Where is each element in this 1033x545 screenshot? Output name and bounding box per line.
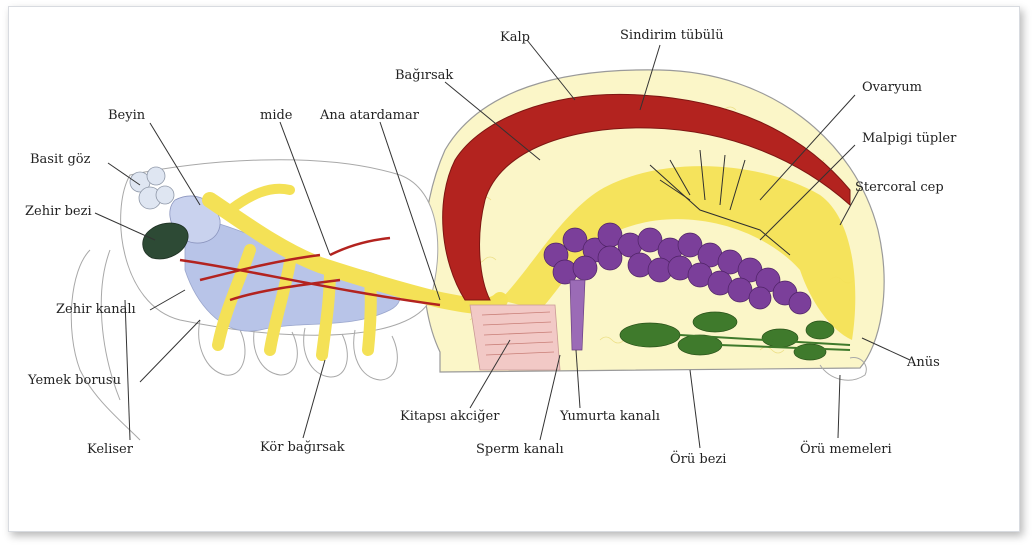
label-ovaryum: Ovaryum bbox=[862, 80, 922, 96]
label-kalp: Kalp bbox=[500, 30, 530, 46]
label-sperm-kanali: Sperm kanalı bbox=[476, 442, 564, 458]
label-oru-bezi: Örü bezi bbox=[670, 452, 726, 468]
label-yumurta-kanali: Yumurta kanalı bbox=[560, 409, 660, 425]
label-kor-bagirsak: Kör bağırsak bbox=[260, 440, 345, 456]
label-yemek-borusu: Yemek borusu bbox=[28, 373, 121, 389]
label-mide: mide bbox=[260, 108, 293, 124]
label-ana-atardamar: Ana atardamar bbox=[320, 108, 419, 124]
label-zehir-kanali: Zehir kanalı bbox=[56, 302, 136, 318]
label-kitapsi-akciger: Kitapsı akciğer bbox=[400, 409, 499, 425]
label-basit-goz: Basit göz bbox=[30, 152, 91, 168]
label-oru-memeleri: Örü memeleri bbox=[800, 442, 892, 458]
label-bagirsak: Bağırsak bbox=[395, 68, 453, 84]
label-anus: Anüs bbox=[907, 355, 940, 371]
oviduct bbox=[570, 280, 585, 350]
label-zehir-bezi: Zehir bezi bbox=[25, 204, 92, 220]
label-keliser: Keliser bbox=[87, 442, 133, 458]
label-malpigi: Malpigi tüpler bbox=[862, 131, 956, 147]
label-sindirim-tubulu: Sindirim tübülü bbox=[620, 28, 724, 44]
label-stercoral: Stercoral cep bbox=[855, 180, 944, 196]
label-beyin: Beyin bbox=[108, 108, 145, 124]
